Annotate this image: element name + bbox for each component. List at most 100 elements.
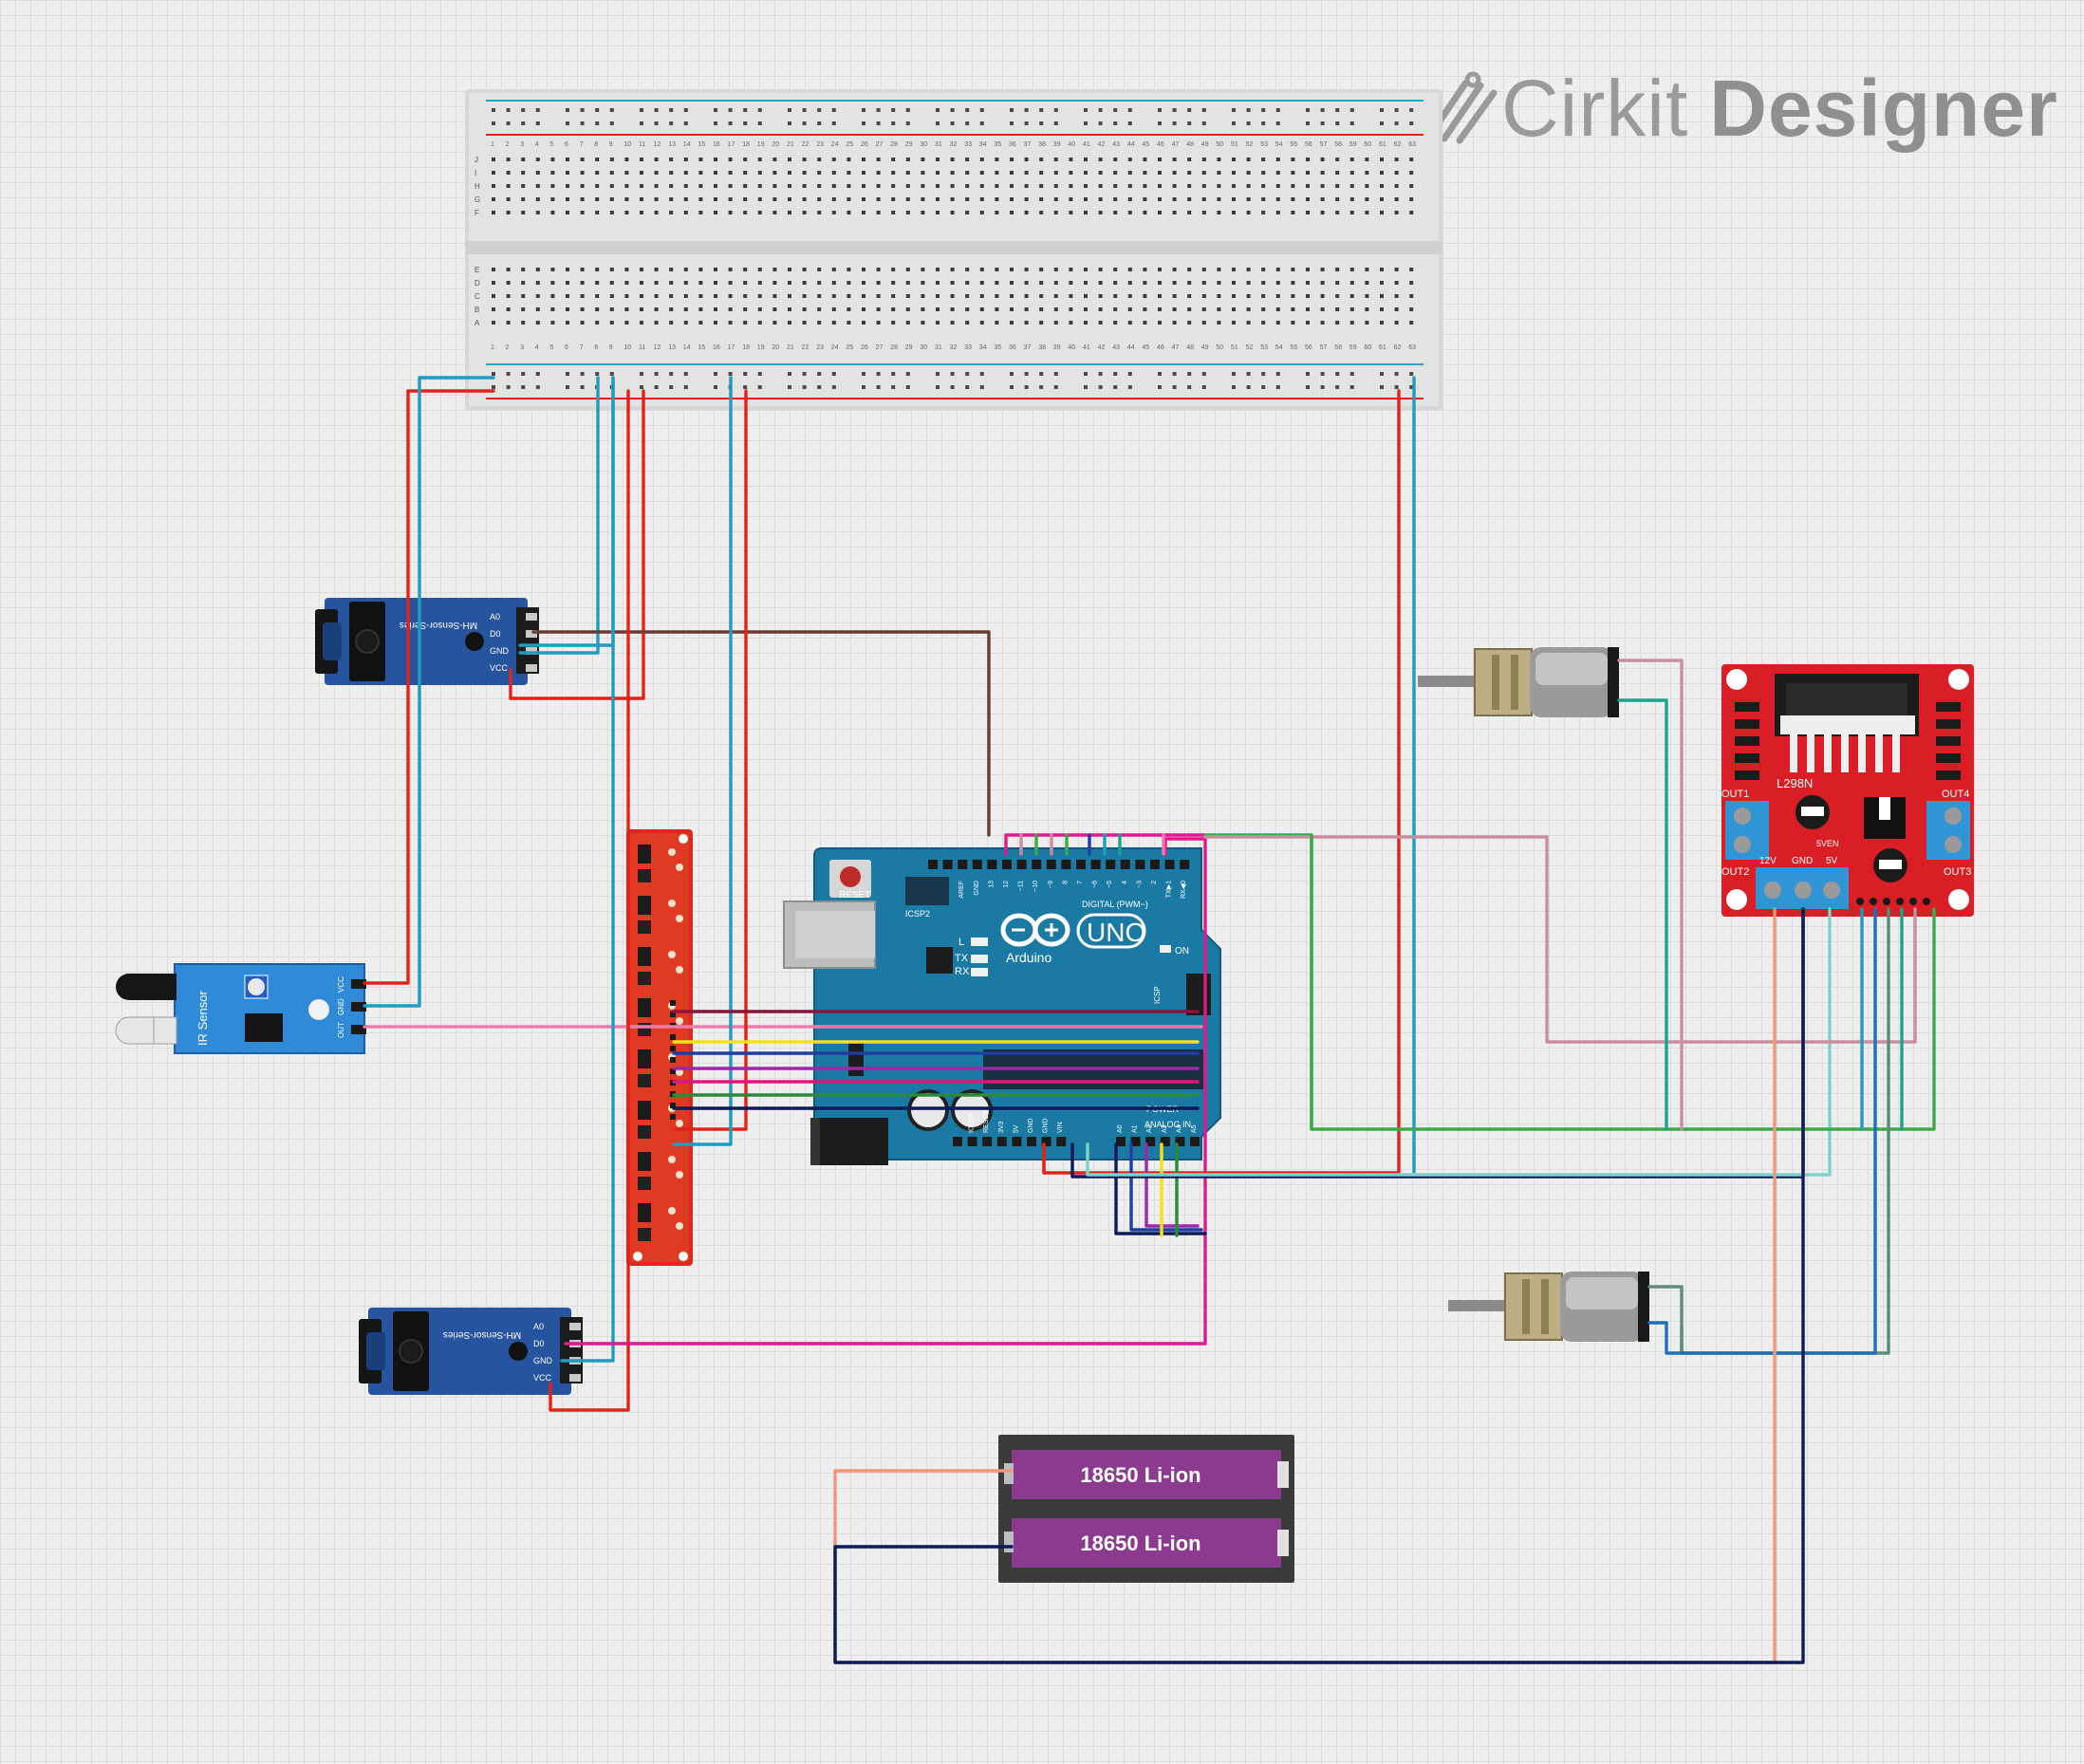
breadboard-hole[interactable] [979,211,984,214]
breadboard-hole[interactable] [669,184,674,188]
breadboard-hole[interactable] [535,184,540,188]
rail-hole[interactable] [891,385,896,389]
rail-hole[interactable] [743,372,748,376]
breadboard-hole[interactable] [847,268,851,271]
rail-hole[interactable] [1261,385,1266,389]
breadboard-hole[interactable] [595,268,600,271]
breadboard-hole[interactable] [1084,158,1088,161]
rail-hole[interactable] [1158,121,1162,125]
rail-hole[interactable] [905,385,910,389]
breadboard-hole[interactable] [1127,211,1132,214]
rail-hole[interactable] [802,108,807,112]
breadboard-hole[interactable] [1127,197,1132,201]
breadboard-hole[interactable] [876,307,881,311]
breadboard-hole[interactable] [669,321,674,325]
breadboard-hole[interactable] [1053,197,1058,201]
rail-hole[interactable] [1246,121,1251,125]
breadboard-hole[interactable] [1187,211,1192,214]
breadboard-hole[interactable] [624,294,629,298]
breadboard-hole[interactable] [847,171,851,175]
rail-hole[interactable] [1232,108,1236,112]
breadboard-hole[interactable] [1158,158,1162,161]
breadboard-hole[interactable] [936,321,940,325]
rail-hole[interactable] [492,385,495,389]
breadboard-hole[interactable] [683,268,688,271]
breadboard-hole[interactable] [550,268,555,271]
breadboard-hole[interactable] [1320,294,1325,298]
rail-hole[interactable] [1113,385,1118,389]
rail-hole[interactable] [1084,121,1088,125]
breadboard-hole[interactable] [1232,321,1236,325]
breadboard-hole[interactable] [772,268,777,271]
rail-hole[interactable] [743,385,748,389]
breadboard-hole[interactable] [1158,171,1162,175]
breadboard-hole[interactable] [683,171,688,175]
breadboard-hole[interactable] [1113,184,1118,188]
breadboard-hole[interactable] [905,197,910,201]
breadboard-hole[interactable] [698,294,703,298]
breadboard-hole[interactable] [1380,281,1384,285]
breadboard-hole[interactable] [788,211,791,214]
breadboard-hole[interactable] [1246,197,1251,201]
breadboard-hole[interactable] [1158,184,1162,188]
breadboard-hole[interactable] [580,211,585,214]
breadboard-hole[interactable] [1275,281,1280,285]
rail-hole[interactable] [979,372,984,376]
breadboard-hole[interactable] [654,197,659,201]
breadboard-hole[interactable] [1127,158,1132,161]
breadboard-hole[interactable] [1306,211,1310,214]
breadboard-hole[interactable] [1187,158,1192,161]
breadboard-hole[interactable] [714,281,717,285]
rail-hole[interactable] [683,385,688,389]
breadboard-hole[interactable] [609,158,614,161]
rail-hole[interactable] [950,372,955,376]
breadboard-hole[interactable] [1246,184,1251,188]
breadboard-hole[interactable] [1275,158,1280,161]
breadboard-hole[interactable] [550,281,555,285]
power-header-pin[interactable] [996,1137,1007,1146]
breadboard-hole[interactable] [757,307,762,311]
rail-hole[interactable] [1320,385,1325,389]
rail-hole[interactable] [788,108,791,112]
breadboard-hole[interactable] [654,211,659,214]
breadboard-hole[interactable] [1380,197,1384,201]
rail-hole[interactable] [1098,121,1103,125]
rail-hole[interactable] [1349,121,1354,125]
rail-hole[interactable] [1232,385,1236,389]
rail-hole[interactable] [1053,108,1058,112]
digital-header-pin[interactable] [1061,860,1071,869]
breadboard-hole[interactable] [1024,281,1029,285]
breadboard-hole[interactable] [1084,268,1088,271]
breadboard-hole[interactable] [506,294,511,298]
rail-hole[interactable] [1158,385,1162,389]
breadboard-hole[interactable] [698,307,703,311]
rail-hole[interactable] [654,372,659,376]
rail-hole[interactable] [1039,108,1044,112]
rail-hole[interactable] [743,108,748,112]
breadboard-hole[interactable] [535,281,540,285]
breadboard-hole[interactable] [1113,268,1118,271]
breadboard-hole[interactable] [802,197,807,201]
breadboard-hole[interactable] [817,197,822,201]
breadboard-hole[interactable] [669,171,674,175]
breadboard-hole[interactable] [1349,197,1354,201]
breadboard-hole[interactable] [609,268,614,271]
breadboard-hole[interactable] [905,184,910,188]
breadboard-hole[interactable] [788,184,791,188]
breadboard-hole[interactable] [1320,158,1325,161]
breadboard-hole[interactable] [1394,171,1399,175]
rail-hole[interactable] [1172,108,1177,112]
breadboard-hole[interactable] [905,211,910,214]
power-header-pin[interactable] [953,1137,962,1146]
breadboard-hole[interactable] [728,281,733,285]
rail-hole[interactable] [506,108,511,112]
breadboard-hole[interactable] [743,307,748,311]
breadboard-hole[interactable] [714,307,717,311]
breadboard-hole[interactable] [995,158,999,161]
rail-hole[interactable] [1320,372,1325,376]
breadboard-hole[interactable] [1380,158,1384,161]
rail-hole[interactable] [683,108,688,112]
breadboard-hole[interactable] [728,268,733,271]
rail-hole[interactable] [979,121,984,125]
breadboard-hole[interactable] [640,294,643,298]
